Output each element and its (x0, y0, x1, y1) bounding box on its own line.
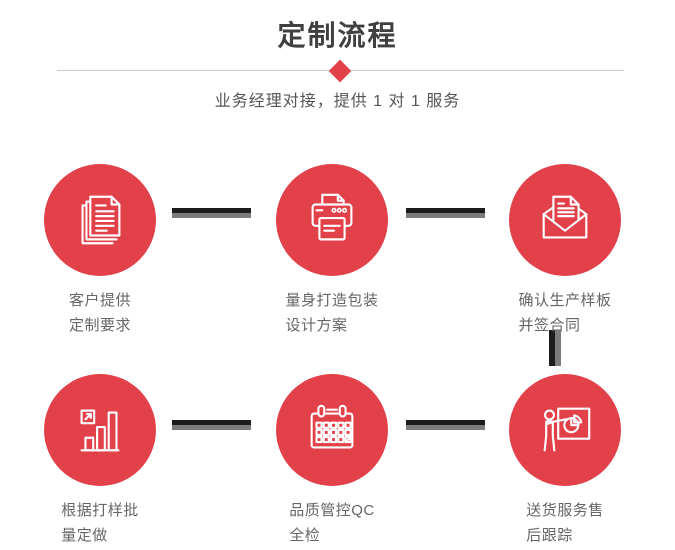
step-label-line1: 品质管控QC (289, 502, 375, 519)
step-circle (44, 164, 156, 276)
printer-icon (311, 193, 353, 241)
step-label: 客户提供 定制要求 (25, 288, 175, 338)
connector-step3-step6 (549, 330, 561, 366)
step-label: 根据打样批 量定做 (25, 498, 175, 548)
step-label-line2: 设计方案 (285, 317, 348, 334)
step-circle (44, 374, 156, 486)
step-label-line1: 客户提供 (68, 292, 131, 309)
connector-step4-step5 (172, 420, 251, 430)
step-label-line2: 后跟踪 (526, 527, 573, 544)
step-label: 量身打造包装 设计方案 (257, 288, 407, 338)
step-label-line2: 定制要求 (68, 317, 131, 334)
step-label-line1: 确认生产样板 (518, 292, 612, 309)
step-circle (276, 164, 388, 276)
step-label-line2: 量定做 (61, 527, 108, 544)
step-circle (509, 164, 621, 276)
step-circle (509, 374, 621, 486)
page-title: 定制流程 (277, 20, 398, 51)
presentation-icon (543, 407, 591, 452)
connector-step1-step2 (172, 208, 251, 218)
process-step-6: 送货服务售 后跟踪 (490, 374, 640, 548)
diamond-icon (328, 59, 352, 83)
bar-chart-icon (80, 409, 120, 452)
step-label-line2: 全检 (289, 527, 321, 544)
process-step-3: 确认生产样板 并签合同 (490, 164, 640, 338)
envelope-icon (542, 195, 588, 239)
process-step-2: 量身打造包装 设计方案 (257, 164, 407, 338)
connector-step2-step3 (406, 208, 485, 218)
step-label-line1: 量身打造包装 (285, 292, 379, 309)
process-step-1: 客户提供 定制要求 (25, 164, 175, 338)
step-label-line2: 并签合同 (518, 317, 581, 334)
step-label: 确认生产样板 并签合同 (490, 288, 640, 338)
process-step-5: 品质管控QC 全检 (257, 374, 407, 548)
step-circle (276, 374, 388, 486)
step-label: 品质管控QC 全检 (257, 498, 407, 548)
step-label-line1: 根据打样批 (61, 502, 139, 519)
section-subtitle: 业务经理对接，提供 1 对 1 服务 (214, 93, 461, 110)
step-label-line1: 送货服务售 (526, 502, 604, 519)
calendar-icon (310, 404, 354, 449)
step-label: 送货服务售 后跟踪 (490, 498, 640, 548)
connector-step5-step6 (406, 420, 485, 430)
documents-icon (81, 195, 121, 245)
process-step-4: 根据打样批 量定做 (25, 374, 175, 548)
